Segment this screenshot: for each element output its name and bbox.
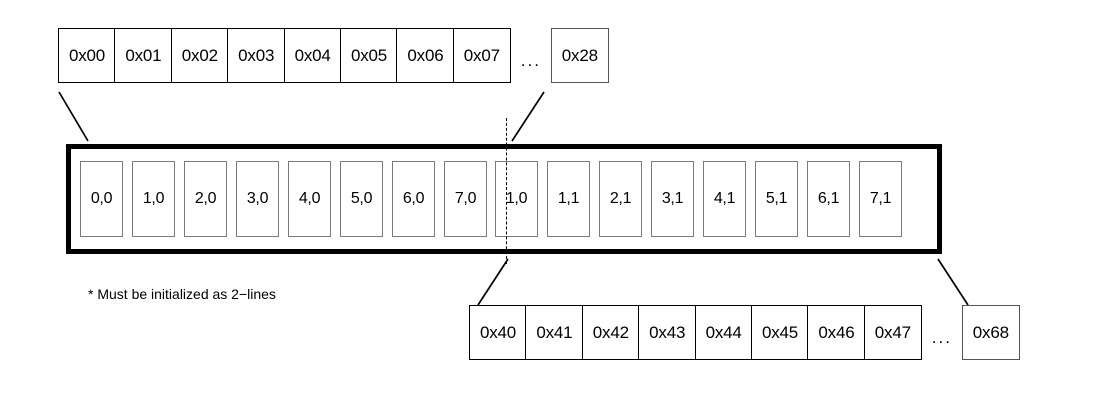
address-cell: 0x41: [525, 305, 584, 360]
bottom-address-strip: 0x40 0x41 0x42 0x43 0x44 0x45 0x46 0x47 …: [469, 305, 1020, 360]
memory-cell: 1,0: [495, 161, 538, 237]
memory-line-bar-inner: 0,0 1,0 2,0 3,0 4,0 5,0 6,0 7,0 1,0 1,1 …: [71, 149, 937, 249]
ellipsis-label: ...: [931, 328, 952, 347]
memory-cell: 7,0: [444, 161, 487, 237]
memory-cell: 4,1: [703, 161, 746, 237]
memory-cell: 0,0: [80, 161, 123, 237]
address-cell: 0x42: [581, 305, 640, 360]
line-split-dashed-marker: [506, 118, 507, 264]
memory-cell: 6,1: [807, 161, 850, 237]
address-cell: 0x44: [694, 305, 753, 360]
address-cell: 0x45: [751, 305, 810, 360]
address-cell: 0x43: [638, 305, 697, 360]
memory-cell: 6,0: [392, 161, 435, 237]
connector-bottom-right: [937, 258, 969, 306]
connector-top-left: [58, 91, 89, 142]
memory-cell: 4,0: [288, 161, 331, 237]
address-cell: 0x07: [452, 28, 511, 83]
connector-top-right: [511, 91, 545, 142]
memory-cell: 5,1: [755, 161, 798, 237]
address-cell: 0x02: [170, 28, 229, 83]
memory-cell: 1,1: [547, 161, 590, 237]
address-cell: 0x01: [114, 28, 173, 83]
address-cell: 0x04: [283, 28, 342, 83]
memory-cell: 5,0: [340, 161, 383, 237]
address-cell: 0x40: [469, 305, 527, 360]
memory-cell: 2,1: [599, 161, 642, 237]
address-cell: 0x03: [227, 28, 286, 83]
top-address-strip: 0x00 0x01 0x02 0x03 0x04 0x05 0x06 0x07 …: [58, 28, 609, 83]
address-cell-tail: 0x28: [550, 28, 609, 83]
memory-cell: 7,1: [859, 161, 902, 237]
address-cell: 0x00: [58, 28, 116, 83]
address-cell: 0x46: [807, 305, 866, 360]
memory-line-bar: 0,0 1,0 2,0 3,0 4,0 5,0 6,0 7,0 1,0 1,1 …: [66, 144, 942, 254]
initialization-note: * Must be initialized as 2−lines: [88, 286, 276, 302]
address-cell: 0x05: [340, 28, 399, 83]
memory-cell: 2,0: [184, 161, 227, 237]
ellipsis-label: ...: [520, 51, 541, 70]
address-cell: 0x47: [863, 305, 922, 360]
address-cell: 0x06: [396, 28, 455, 83]
connector-bottom-left: [477, 258, 509, 306]
memory-cell: 3,0: [236, 161, 279, 237]
memory-cell: 1,0: [132, 161, 175, 237]
memory-cell: 3,1: [651, 161, 694, 237]
address-cell-tail: 0x68: [961, 305, 1020, 360]
